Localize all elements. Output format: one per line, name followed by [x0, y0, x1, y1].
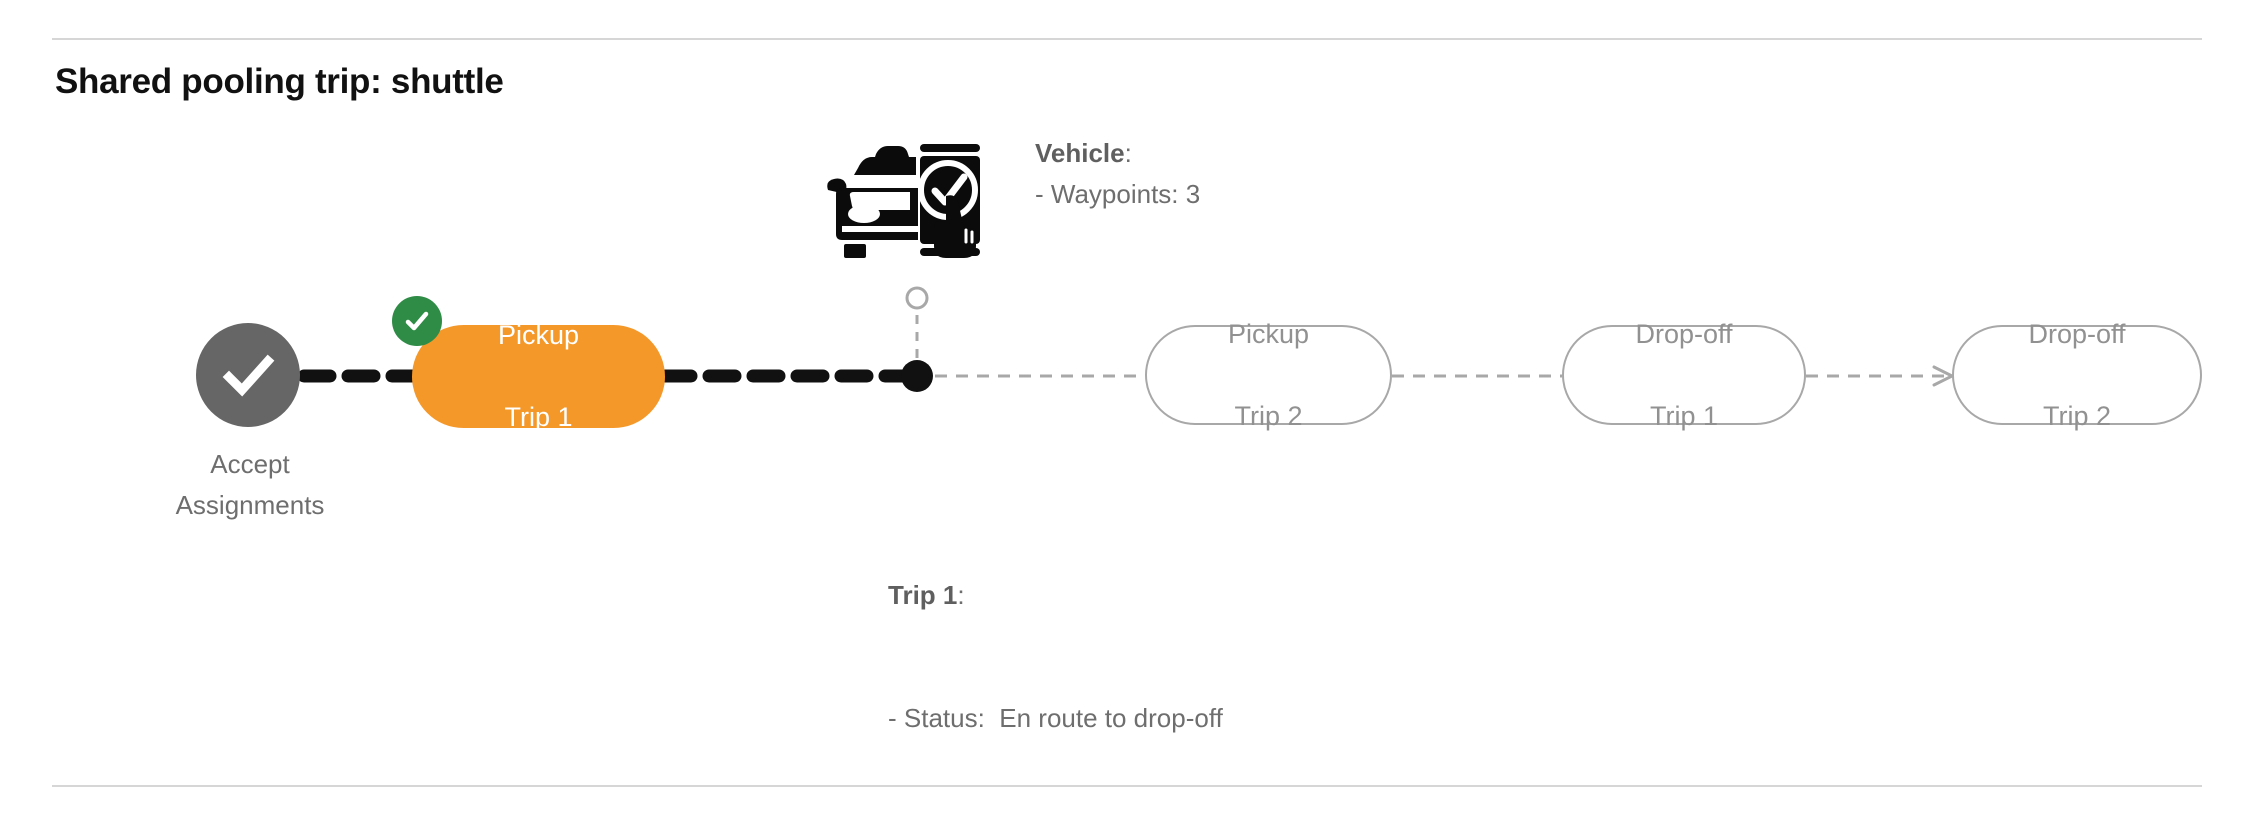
check-badge-icon	[405, 311, 429, 331]
node-pickup-trip-2-text: Pickup Trip 2	[1228, 273, 1309, 478]
vehicle-info-heading-row: Vehicle:	[1035, 133, 1200, 174]
node-pickup-trip-1-line1: Pickup	[497, 320, 580, 350]
node-accept-assignments[interactable]	[196, 323, 300, 427]
vehicle-info-waypoints: - Waypoints: 3	[1035, 179, 1201, 209]
node-pickup-trip-2-line2: Trip 2	[1234, 400, 1303, 431]
accept-assignments-label: Accept Assignments	[90, 444, 410, 526]
node-drop-off-trip-2-text: Drop-off Trip 2	[2028, 273, 2125, 478]
connector-arrowhead-icon	[1932, 365, 1954, 387]
bottom-divider	[52, 785, 2202, 787]
car-phone-check-icon	[827, 144, 980, 258]
node-drop-off-trip-2-line2: Trip 2	[2042, 400, 2111, 431]
node-drop-off-trip-2-line1: Drop-off	[2028, 318, 2126, 349]
accept-assignments-label-line2: Assignments	[175, 490, 325, 520]
trip-1-heading-colon: :	[957, 580, 965, 610]
trip-1-status: - Status: En route to drop-off	[888, 703, 1223, 733]
trip-1-waypoints: - Remaining waypoints: 2	[888, 821, 1223, 825]
node-drop-off-trip-1-text: Drop-off Trip 1	[1635, 273, 1732, 478]
node-pickup-trip-1[interactable]: Pickup Trip 1	[412, 320, 665, 432]
vehicle-info-heading: Vehicle	[1035, 138, 1125, 168]
trip-1-heading: Trip 1	[888, 580, 958, 610]
node-pickup-trip-1-text: Pickup Trip 1	[498, 274, 579, 479]
vehicle-info-heading-colon: :	[1124, 138, 1132, 168]
top-divider	[52, 38, 2202, 40]
node-drop-off-trip-2[interactable]: Drop-off Trip 2	[1952, 319, 2202, 431]
page-title: Shared pooling trip: shuttle	[55, 62, 504, 101]
node-drop-off-trip-1-line2: Trip 1	[1649, 400, 1718, 431]
node-drop-off-trip-1[interactable]: Drop-off Trip 1	[1562, 319, 1806, 431]
node-pickup-trip-2-line1: Pickup	[1227, 318, 1310, 349]
node-drop-off-trip-1-line1: Drop-off	[1635, 318, 1733, 349]
trip-1-heading-row: Trip 1:	[888, 575, 1223, 616]
check-circle-icon	[222, 354, 275, 397]
node-pickup-trip-2[interactable]: Pickup Trip 2	[1145, 319, 1392, 431]
vehicle-info-block: Vehicle: - Waypoints: 3	[1035, 133, 1200, 215]
accept-assignments-circle	[196, 323, 300, 427]
vehicle-leader-endpoint	[905, 286, 929, 310]
node-pickup-trip-1-line2: Trip 1	[504, 402, 573, 432]
accept-assignments-label-line1: Accept	[210, 449, 290, 479]
vehicle-position-dot	[901, 360, 933, 392]
trips-info-block: Trip 1: - Status: En route to drop-off -…	[888, 493, 1223, 825]
vehicle-marker-icon-wrapper	[820, 122, 980, 272]
pickup-trip-1-check-badge	[392, 296, 442, 346]
